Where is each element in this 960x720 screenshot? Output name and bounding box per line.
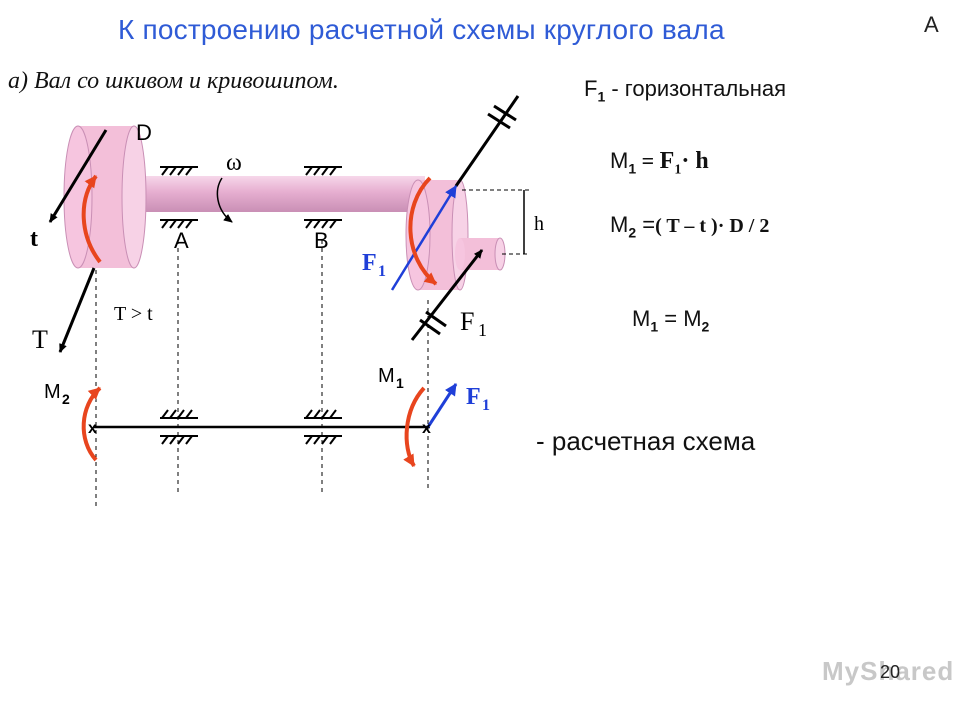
crank-force-arrow [410,249,484,341]
label-T-gt-t: T > t [114,303,153,325]
scheme-f1-arrow [426,383,458,428]
bearing-supports [160,166,342,229]
f1-blue-arrow [390,185,458,291]
f1-desc-text: - горизонтальная [605,76,786,101]
h-dimension [462,189,530,255]
m1-eq: = [636,148,660,173]
tension-t-arrow [48,129,108,223]
label-omega: ω [226,150,242,176]
f1-description: F1 - горизонтальная [584,76,786,104]
m2-rhs: ( T – t )· D / 2 [655,215,770,237]
label-f1-blue: F [362,250,377,276]
m1-rhs-h: · h [681,148,709,174]
label-m1: M [378,365,395,387]
crank-arm-top [454,95,520,187]
bearing-a-bottom [160,219,198,229]
bearing-b-bottom [304,219,342,229]
label-b: B [314,228,329,253]
label-t: t [30,226,38,252]
label-m2: M [44,381,61,403]
scheme-x-right: x [422,420,431,437]
tension-T-arrow [58,267,96,353]
label-a: A [174,228,189,253]
shaft [114,176,425,212]
m1-symbol: M [610,148,629,173]
omega-arrow [216,177,233,223]
f1-desc-symbol: F [584,76,598,101]
scheme-x-left: x [88,420,97,437]
label-f1-scheme-sub: 1 [482,397,490,414]
m1-formula: M1 = F1· h [610,148,709,178]
label-d: D [136,120,152,145]
label-m1-sub: 1 [396,375,404,391]
label-m2-sub: 2 [62,391,70,407]
label-f1-black: F [460,307,474,336]
label-f1-scheme: F [466,384,481,410]
bearing-b-top [304,166,342,176]
watermark: MyShared [822,656,955,686]
m2-formula: M2 =( T – t )· D / 2 [610,212,769,240]
disk-red-arrow [408,176,438,286]
m1-sub: 1 [628,160,637,177]
m1-rhs-F: F [659,148,675,174]
scheme-supports [160,409,342,445]
m2-eq: = [636,212,656,237]
m1-rhs-sub: 1 [674,162,682,178]
m2-symbol: M [610,212,629,237]
page-title: К построению расчетной схемы круглого ва… [118,14,725,45]
scheme-label: - расчетная схема [536,426,756,456]
eq-m2-sub: 2 [701,318,710,335]
eq-m1: M [632,306,651,331]
f1-desc-sub: 1 [597,88,606,105]
label-T: T [32,325,48,354]
eq-m1-sub: 1 [650,318,659,335]
m2-moment-arrow [81,386,102,462]
page-number: 20 [880,662,901,682]
crank-disk [405,179,506,291]
pulley-red-arrow [81,174,102,264]
eq-mid: = M [658,306,702,331]
m1-moment-arrow [403,386,426,468]
label-h: h [534,213,544,235]
moment-equality: M1 = M2 [632,306,709,334]
label-f1-black-sub: 1 [478,320,487,340]
subtitle: а) Вал со шкивом и кривошипом. [8,68,339,94]
m2-sub: 2 [628,224,637,241]
corner-label: A [924,12,939,37]
bearing-a-top [160,166,198,176]
label-f1-blue-sub: 1 [378,263,386,280]
pulley-d [63,125,147,269]
